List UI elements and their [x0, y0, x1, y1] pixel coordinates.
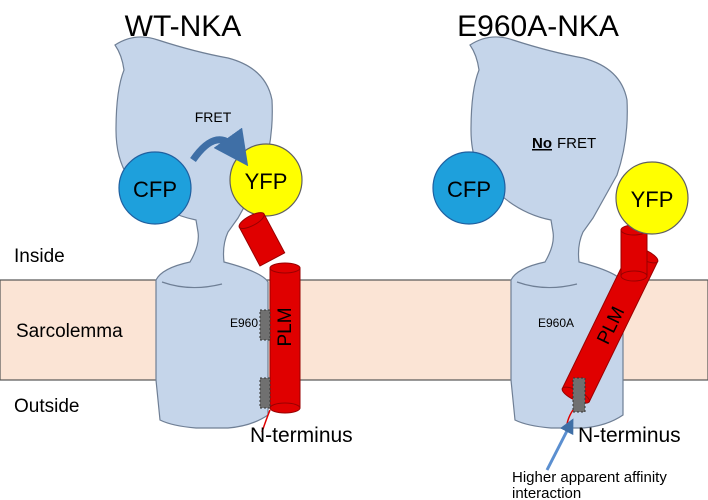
n-terminus-tail [261, 409, 271, 433]
nka-inner-edge [516, 281, 578, 289]
annotation-line2: interaction [512, 485, 581, 500]
yfp-label: YFP [631, 187, 674, 212]
wt-nka-panel: WT-NKA CFP YFP FRET PLM E960 [114, 10, 353, 447]
n-terminus-label: N-terminus [250, 424, 353, 447]
outside-label: Outside [14, 396, 79, 417]
residue-label: E960A [538, 316, 574, 330]
n-terminus-label: N-terminus [578, 424, 681, 447]
no-label: No [532, 135, 552, 152]
affinity-arrow [545, 418, 574, 471]
annotation-line1: Higher apparent affinity [512, 469, 667, 486]
fret-label: FRET [195, 109, 232, 125]
nterm-contact-marker [572, 377, 586, 413]
nka-inner-edge [161, 281, 223, 289]
cfp-label: CFP [447, 177, 491, 202]
yfp-label: YFP [245, 169, 288, 194]
fret-arrow [190, 127, 249, 167]
plm-label: PLM [275, 307, 296, 346]
yfp-circle [615, 161, 689, 235]
sarcolemma-label: Sarcolemma [16, 321, 123, 342]
fret-label: FRET [557, 135, 596, 152]
e960-marker [259, 309, 271, 341]
plm-cytoplasmic-segment [238, 212, 286, 267]
cfp-label: CFP [133, 177, 177, 202]
residue-label: E960 [230, 316, 258, 330]
inside-label: Inside [14, 246, 65, 267]
e960a-nka-panel: E960A-NKA No FRET CFP PLM YFP E960A [432, 10, 689, 500]
cfp-circle [118, 151, 192, 225]
cfp-circle [432, 151, 506, 225]
panel-title: E960A-NKA [457, 10, 619, 43]
nterm-contact-marker [259, 377, 271, 409]
